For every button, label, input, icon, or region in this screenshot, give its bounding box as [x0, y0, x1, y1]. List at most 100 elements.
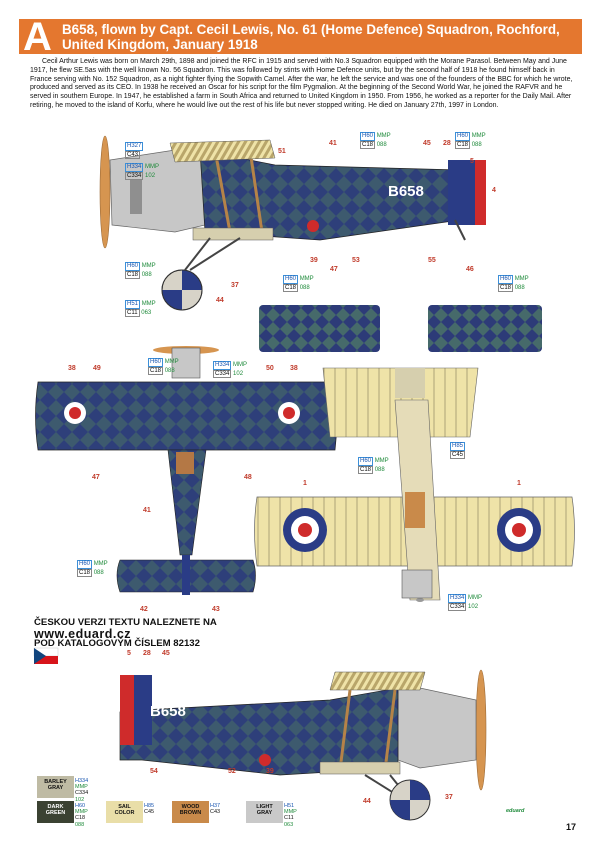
c-code: C18	[283, 283, 299, 292]
h-code: H85	[450, 442, 466, 451]
mmp-code: MMP	[141, 301, 156, 307]
mmp-value: 088	[376, 141, 387, 148]
code-h334-under: H334 MMP C334 102	[448, 594, 482, 611]
callout-38a: 38	[68, 365, 76, 372]
mmp-value: 102	[468, 603, 479, 610]
callout-50: 50	[266, 365, 274, 372]
callout-5b: 5	[127, 650, 131, 657]
h-code: H60	[77, 560, 93, 569]
code-h334-top: H334 MMP C334 102	[125, 163, 159, 180]
fuselage-plan	[167, 449, 207, 556]
cowling-top	[171, 347, 201, 379]
c-code: C334	[448, 602, 467, 611]
serial-left: B658	[150, 703, 186, 720]
callout-28: 28	[443, 140, 451, 147]
callout-54: 54	[150, 768, 158, 775]
callout-5: 5	[470, 158, 474, 165]
callout-53: 53	[352, 257, 360, 264]
c-code: C18	[358, 465, 374, 474]
h-code: H60	[283, 275, 299, 284]
h-code: H60	[358, 457, 374, 466]
czech-flag	[33, 647, 59, 664]
profile-title: B658, flown by Capt. Cecil Lewis, No. 61…	[62, 22, 560, 52]
czech-note: ČESKOU VERZI TEXTU NALEZNETE NA www.edua…	[34, 617, 217, 650]
callout-37: 37	[231, 282, 239, 289]
eduard-website-link[interactable]: www.eduard.cz	[34, 626, 132, 641]
mmp-value: 102	[233, 370, 244, 377]
fuselage	[199, 149, 476, 241]
callout-51: 51	[278, 148, 286, 155]
c-code: C45	[450, 450, 466, 459]
c-code: C334	[213, 369, 232, 378]
code-h60-wing-right: H60 MMP C18 088	[498, 275, 529, 292]
h-code: H51	[125, 300, 141, 309]
callout-1b: 1	[517, 480, 521, 487]
mmp-code: MMP	[514, 276, 529, 282]
wing-strut	[213, 149, 232, 233]
h-code: H60	[498, 275, 514, 284]
callout-44: 44	[216, 297, 224, 304]
callout-48: 48	[244, 474, 252, 481]
underside-view	[254, 367, 575, 602]
callout-41b: 41	[143, 507, 151, 514]
czech-note-line1: ČESKOU VERZI TEXTU NALEZNETE NA	[34, 617, 217, 628]
c-code: C18	[148, 366, 164, 375]
propeller	[99, 135, 111, 249]
callout-49a: 49	[93, 365, 101, 372]
c-code: C18	[498, 283, 514, 292]
callout-1a: 1	[303, 480, 307, 487]
code-h60-wheel: H60 MMP C18 088	[125, 262, 156, 279]
mmp-code: MMP	[164, 359, 179, 365]
callout-55: 55	[428, 257, 436, 264]
h-code: H334	[448, 594, 467, 603]
code-h60-wing-left: H60 MMP C18 088	[283, 275, 314, 292]
code-h60-stab: H60 MMP C18 088	[77, 560, 108, 577]
callout-52: 52	[228, 768, 236, 775]
callout-47-top: 47	[330, 266, 338, 273]
callout-46: 46	[466, 266, 474, 273]
side-profile-right: B658	[99, 135, 486, 311]
exhaust	[130, 180, 142, 214]
tail-red-stripe	[475, 160, 486, 225]
page-number: 17	[566, 822, 577, 832]
mmp-code: MMP	[374, 458, 389, 464]
c-code: C11	[125, 308, 140, 317]
callout-45: 45	[423, 140, 431, 147]
profile-letter: A	[23, 15, 52, 59]
c-code: C18	[77, 568, 93, 577]
code-h60-plan: H60 MMP C18 088	[148, 358, 179, 375]
mmp-value: 088	[299, 284, 310, 291]
code-h85: H85 C45	[450, 442, 466, 459]
callout-39b: 39	[266, 768, 274, 775]
h-code: H60	[360, 132, 376, 141]
mmp-value: 088	[141, 271, 152, 278]
c-code: C18	[455, 140, 471, 149]
code-h60-tail: H60 MMP C18 088	[455, 132, 486, 149]
mmp-code: MMP	[471, 133, 486, 139]
code-h51: H51 MMP C11 063	[125, 300, 156, 317]
h-code: H327	[125, 142, 144, 151]
biography-paragraph: Cecil Arthur Lewis was born on March 29t…	[30, 58, 573, 109]
mmp-code: MMP	[93, 561, 108, 567]
code-h60-under: H60 MMP C18 088	[358, 457, 389, 474]
code-h60-top: H60 MMP C18 088	[360, 132, 391, 149]
callout-39: 39	[310, 257, 318, 264]
fuselage-roundel	[307, 220, 319, 232]
mmp-code: MMP	[299, 276, 314, 282]
propeller-left	[475, 669, 487, 791]
h-code: H60	[148, 358, 164, 367]
cockpit-top	[176, 452, 194, 474]
c-code: C334	[125, 171, 144, 180]
mmp-code: MMP	[376, 133, 391, 139]
h-code: H334	[125, 163, 144, 172]
plan-view-top	[35, 346, 338, 595]
callout-42: 42	[140, 606, 148, 613]
wing-strut	[248, 149, 264, 233]
serial-right: B658	[388, 183, 424, 200]
